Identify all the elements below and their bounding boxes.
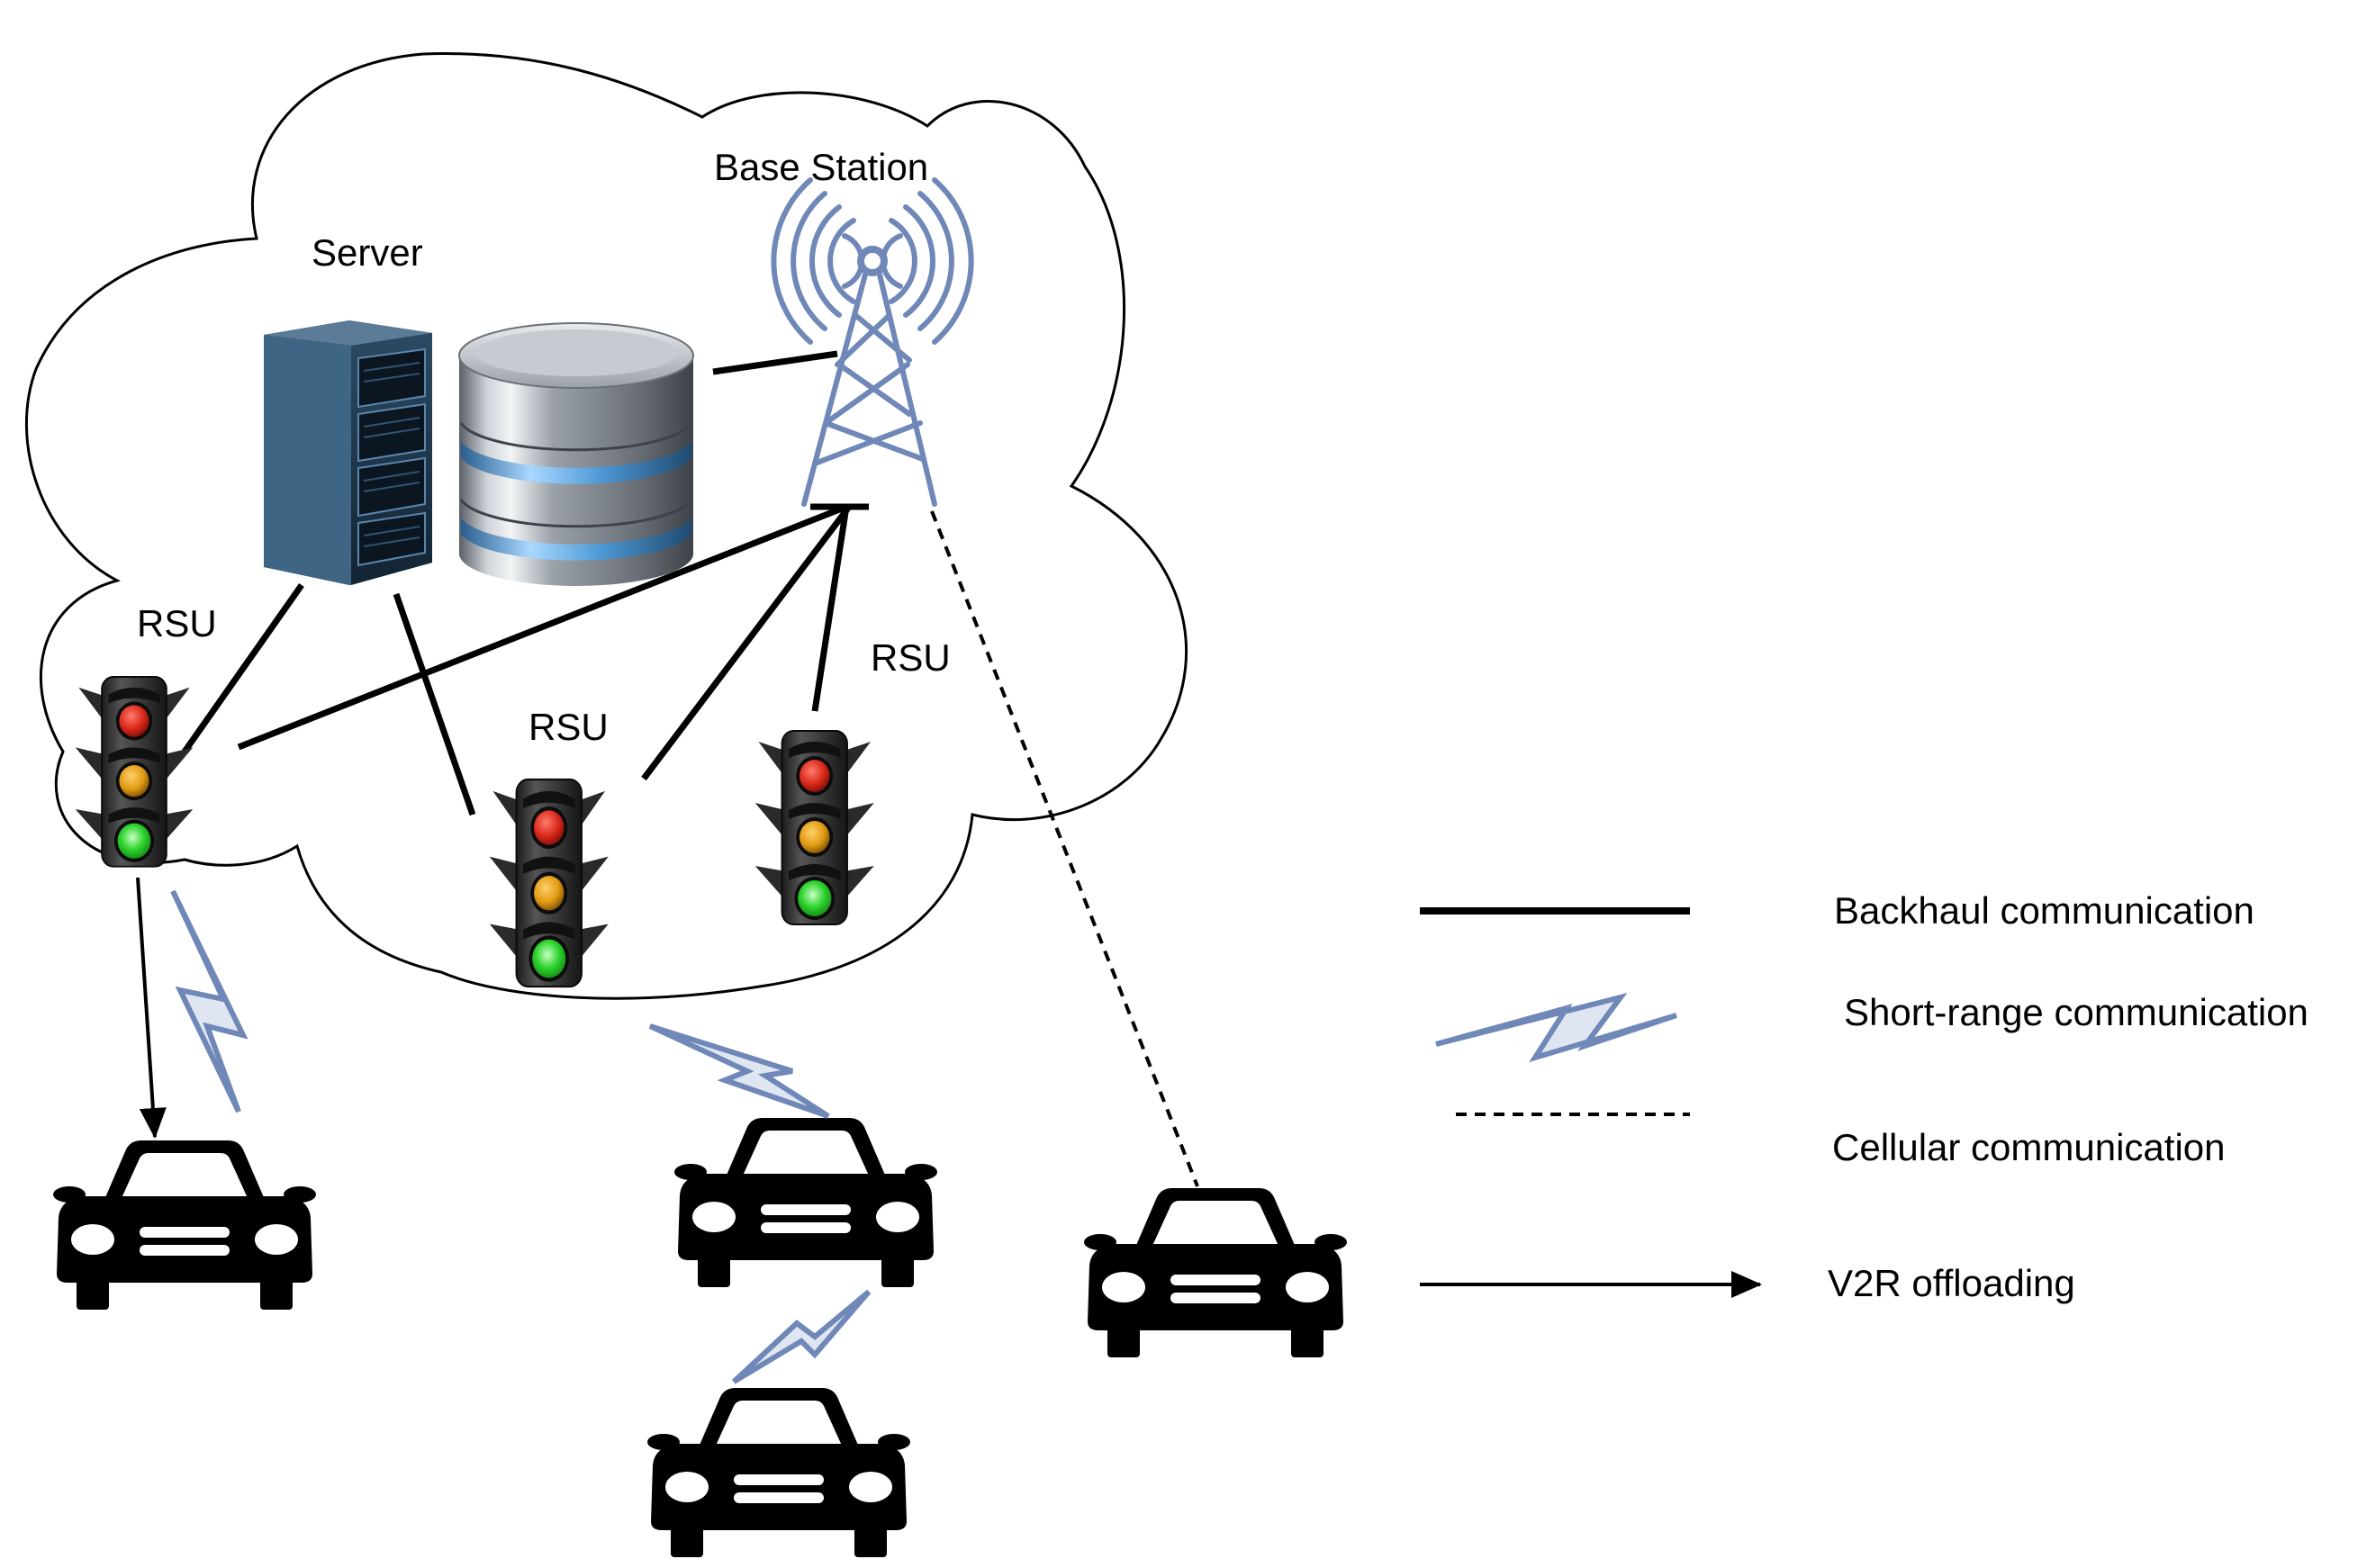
vehicle-left	[53, 1140, 316, 1310]
server-rack-icon	[264, 320, 432, 585]
legend-short-range-swatch	[1435, 993, 1677, 1063]
vehicle-center	[674, 1118, 937, 1287]
car-icon	[674, 1118, 937, 1287]
car-icon	[1084, 1188, 1347, 1357]
server-label: Server	[312, 231, 423, 274]
base-station-label: Base Station	[714, 146, 928, 188]
rsu-middle-label: RSU	[529, 706, 609, 748]
vehicle-right	[1084, 1188, 1347, 1357]
rsu-left: RSU	[74, 602, 217, 868]
rsu-middle: RSU	[488, 706, 610, 988]
database-icon	[458, 322, 694, 586]
car-icon	[53, 1140, 316, 1310]
cellular-link	[930, 510, 1199, 1187]
rsu-right-label: RSU	[871, 636, 951, 679]
rsu-left-label: RSU	[137, 602, 217, 644]
radio-tower-icon	[771, 177, 974, 507]
legend-v2r-label: V2R offloading	[1828, 1262, 2075, 1304]
legend-backhaul-label: Backhaul communication	[1834, 889, 2254, 932]
rsu-right: RSU	[754, 636, 951, 925]
legend-cellular-label: Cellular communication	[1832, 1126, 2226, 1168]
car-icon	[647, 1388, 910, 1557]
legend: Backhaul communication Short-range commu…	[1420, 889, 2308, 1304]
vehicle-bottom	[647, 1388, 910, 1557]
legend-short-range-label: Short-range communication	[1844, 991, 2308, 1033]
short-range-links	[170, 889, 872, 1384]
v2r-offloading-arrow	[136, 877, 167, 1139]
backhaul-links	[182, 350, 869, 816]
